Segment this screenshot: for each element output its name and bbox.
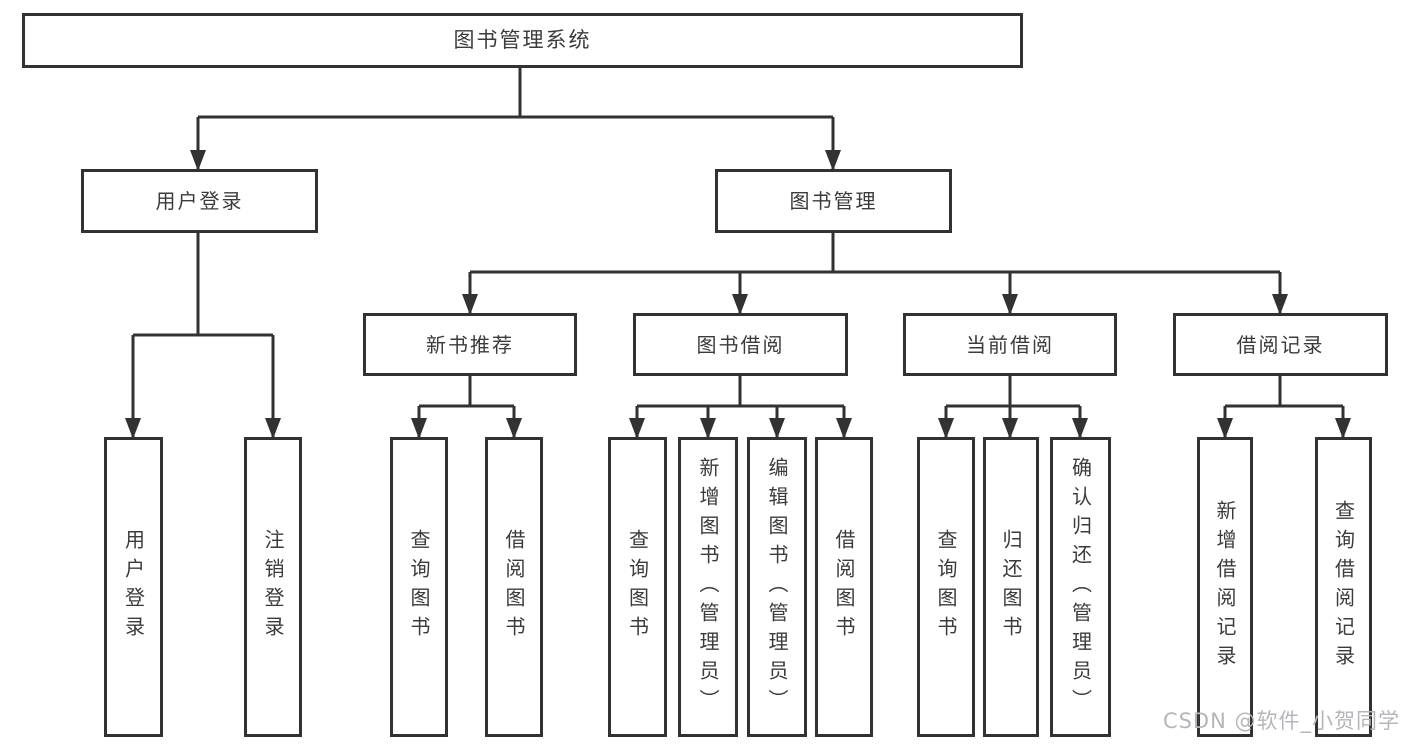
connector-book-borrowing-to-children [635,376,846,438]
leaf-borrow-books-recommendation: 借阅图书 [485,437,543,737]
connector-new-book-to-children [417,376,516,438]
node-book-management: 图书管理 [715,169,952,233]
leaf-borrow-books-borrowing: 借阅图书 [815,437,873,737]
node-current-borrowing: 当前借阅 [903,313,1117,376]
leaf-add-borrow-record: 新增借阅记录 [1197,437,1253,737]
connector-root-to-level1 [196,68,835,170]
node-new-book-recommendation: 新书推荐 [363,313,577,376]
leaf-confirm-return-admin: 确认归还（管理员） [1050,437,1111,737]
leaf-logout: 注销登录 [244,437,302,737]
leaf-user-login: 用户登录 [104,437,163,737]
leaf-query-books-borrowing: 查询图书 [608,437,667,737]
connector-current-borrowing-to-children [944,376,1082,438]
node-book-borrowing: 图书借阅 [633,313,848,376]
connector-borrowing-records-to-children [1223,376,1345,438]
node-user-login: 用户登录 [81,169,318,233]
leaf-return-books: 归还图书 [983,437,1039,737]
leaf-add-books-admin: 新增图书（管理员） [678,437,738,737]
leaf-edit-books-admin: 编辑图书（管理员） [747,437,807,737]
node-root-system: 图书管理系统 [22,13,1023,68]
connector-user-login-to-children [131,233,275,438]
node-borrowing-records: 借阅记录 [1173,313,1388,376]
connector-book-management-to-children [468,233,1282,314]
leaf-query-borrow-record: 查询借阅记录 [1315,437,1372,737]
leaf-query-books-recommendation: 查询图书 [390,437,448,737]
watermark: CSDN @软件_小贺同学 [1162,709,1400,733]
leaf-query-books-current: 查询图书 [917,437,975,737]
